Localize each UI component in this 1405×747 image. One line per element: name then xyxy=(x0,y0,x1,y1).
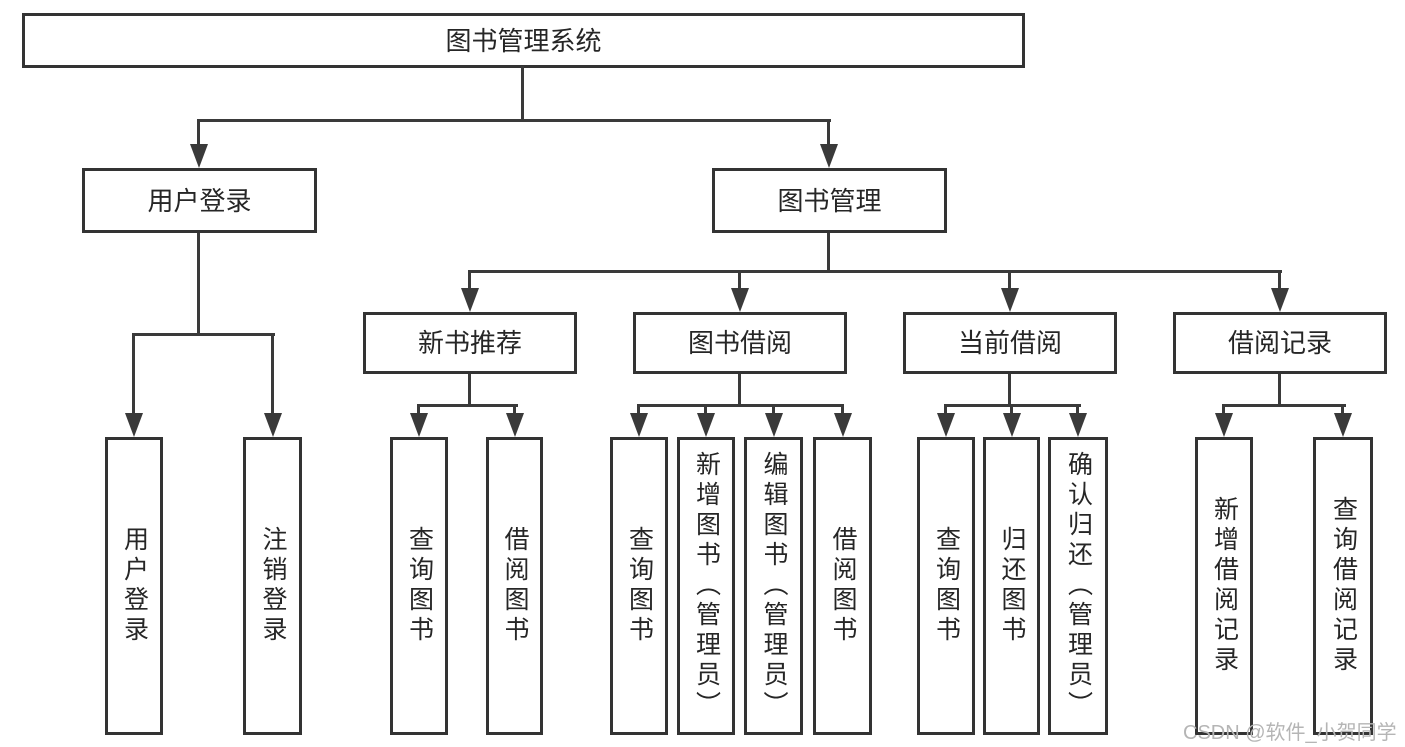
arrow-down-icon xyxy=(1003,413,1021,437)
node-label: 借阅图书 xyxy=(829,526,857,646)
leaf-borrow-add-books: 新增图书（管理员） xyxy=(677,437,735,735)
leaf-rec-query-books: 查询图书 xyxy=(390,437,448,735)
connector-borrowing-vertical xyxy=(738,374,741,407)
node-book-management: 图书管理 xyxy=(712,168,947,233)
node-label: 用户登录 xyxy=(120,526,149,646)
arrow-down-icon xyxy=(937,413,955,437)
arrow-down-icon xyxy=(1001,288,1019,312)
connector-level1-horizontal xyxy=(197,119,831,122)
node-label: 新书推荐 xyxy=(417,328,522,358)
node-label: 借阅记录 xyxy=(1227,328,1332,358)
leaf-borrow-borrow-books: 借阅图书 xyxy=(813,437,872,735)
arrow-down-icon xyxy=(410,413,428,437)
leaf-current-query-books: 查询图书 xyxy=(917,437,975,735)
node-new-book-recommend: 新书推荐 xyxy=(363,312,577,374)
connector-root-vertical xyxy=(521,66,524,119)
connector-stem xyxy=(513,404,516,416)
connector-stem xyxy=(1010,404,1013,416)
arrow-down-icon xyxy=(820,144,838,168)
node-root: 图书管理系统 xyxy=(22,13,1025,68)
connector-level2-horizontal xyxy=(468,270,1282,273)
connector-current-vertical xyxy=(1008,374,1011,407)
arrow-down-icon xyxy=(264,413,282,437)
node-label: 查询图书 xyxy=(405,526,434,646)
leaf-records-query-record: 查询借阅记录 xyxy=(1313,437,1373,735)
node-label: 当前借阅 xyxy=(957,328,1062,358)
connector-stem-new-book-recommend xyxy=(468,270,471,292)
connector-stem-leaf-logout xyxy=(271,333,274,415)
connector-stem xyxy=(772,404,775,416)
node-label: 借阅图书 xyxy=(501,526,529,646)
leaf-current-return-books: 归还图书 xyxy=(983,437,1040,735)
node-label: 图书管理系统 xyxy=(445,25,602,56)
arrow-down-icon xyxy=(506,413,524,437)
node-label: 新增图书（管理员） xyxy=(692,451,721,721)
connector-recommend-horizontal xyxy=(417,404,518,407)
arrow-down-icon xyxy=(1069,413,1087,437)
connector-stem xyxy=(417,404,420,416)
arrow-down-icon xyxy=(630,413,648,437)
node-label: 图书管理 xyxy=(777,185,882,216)
connector-records-vertical xyxy=(1278,374,1281,407)
leaf-records-add-record: 新增借阅记录 xyxy=(1195,437,1253,735)
node-borrowing-records: 借阅记录 xyxy=(1173,312,1387,374)
node-label: 查询图书 xyxy=(625,526,654,646)
connector-user-login-vertical xyxy=(197,233,200,336)
arrow-down-icon xyxy=(1271,288,1289,312)
arrow-down-icon xyxy=(834,413,852,437)
connector-stem xyxy=(1222,404,1225,416)
node-label: 编辑图书（管理员） xyxy=(760,451,788,721)
arrow-down-icon xyxy=(765,413,783,437)
connector-user-login-horizontal xyxy=(132,333,275,336)
node-label: 查询图书 xyxy=(932,526,961,646)
connector-stem xyxy=(841,404,844,416)
leaf-borrow-edit-books: 编辑图书（管理员） xyxy=(744,437,803,735)
connector-borrowing-horizontal xyxy=(637,404,844,407)
node-book-borrowing: 图书借阅 xyxy=(633,312,847,374)
connector-stem-current-borrowing xyxy=(1008,270,1011,292)
arrow-down-icon xyxy=(1334,413,1352,437)
node-label: 用户登录 xyxy=(147,185,252,216)
node-current-borrowing: 当前借阅 xyxy=(903,312,1117,374)
arrow-down-icon xyxy=(190,144,208,168)
leaf-borrow-query-books: 查询图书 xyxy=(610,437,668,735)
connector-recommend-vertical xyxy=(468,374,471,407)
connector-stem-book-management xyxy=(827,119,830,149)
connector-book-management-vertical xyxy=(827,233,830,273)
connector-stem xyxy=(1341,404,1344,416)
connector-stem-borrowing-records xyxy=(1278,270,1281,292)
connector-stem-leaf-user-login xyxy=(132,333,135,415)
connector-stem-user-login xyxy=(197,119,200,149)
leaf-logout: 注销登录 xyxy=(243,437,302,735)
node-label: 查询借阅记录 xyxy=(1329,496,1358,676)
node-user-login: 用户登录 xyxy=(82,168,317,233)
csdn-watermark: CSDN @软件_小贺同学 xyxy=(1183,722,1397,744)
node-label: 注销登录 xyxy=(259,526,287,646)
node-label: 新增借阅记录 xyxy=(1210,496,1239,676)
node-label: 图书借阅 xyxy=(687,328,792,358)
connector-stem-book-borrowing xyxy=(738,270,741,292)
arrow-down-icon xyxy=(1215,413,1233,437)
connector-records-horizontal xyxy=(1222,404,1346,407)
arrow-down-icon xyxy=(125,413,143,437)
leaf-current-confirm-return: 确认归还（管理员） xyxy=(1048,437,1108,735)
arrow-down-icon xyxy=(697,413,715,437)
connector-stem xyxy=(944,404,947,416)
node-label: 归还图书 xyxy=(998,526,1026,646)
connector-stem xyxy=(704,404,707,416)
arrow-down-icon xyxy=(731,288,749,312)
leaf-user-login: 用户登录 xyxy=(105,437,163,735)
connector-stem xyxy=(637,404,640,416)
connector-stem xyxy=(1076,404,1079,416)
leaf-rec-borrow-books: 借阅图书 xyxy=(486,437,543,735)
arrow-down-icon xyxy=(461,288,479,312)
node-label: 确认归还（管理员） xyxy=(1064,451,1093,721)
